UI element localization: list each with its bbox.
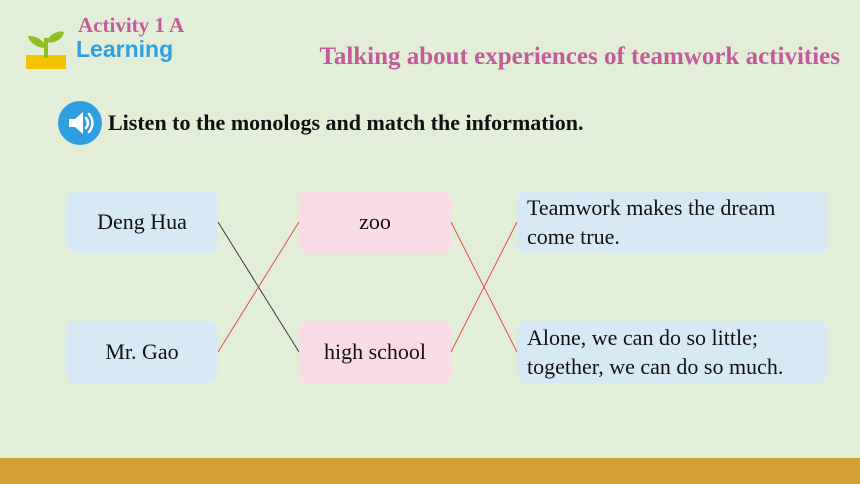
quote-card-teamwork-dream[interactable]: Teamwork makes the dream come true. xyxy=(517,191,828,253)
section-label: Learning xyxy=(76,36,174,62)
match-line-highschool-quote1 xyxy=(450,221,518,353)
activity-label: Activity 1 A xyxy=(78,13,185,37)
match-line-mrgao-zoo xyxy=(217,221,300,353)
footer-bar xyxy=(0,458,860,484)
audio-play-button[interactable] xyxy=(58,101,102,145)
speaker-icon xyxy=(69,112,94,134)
place-card-zoo[interactable]: zoo xyxy=(299,191,451,253)
page-title: Talking about experiences of teamwork ac… xyxy=(319,43,840,70)
sprout-icon xyxy=(26,31,66,69)
instruction-text: Listen to the monologs and match the inf… xyxy=(108,110,584,135)
quote-card-alone-together[interactable]: Alone, we can do so little; together, we… xyxy=(517,321,828,383)
place-card-high-school[interactable]: high school xyxy=(299,321,451,383)
name-card-mr-gao[interactable]: Mr. Gao xyxy=(66,321,218,383)
name-card-deng-hua[interactable]: Deng Hua xyxy=(66,191,218,253)
